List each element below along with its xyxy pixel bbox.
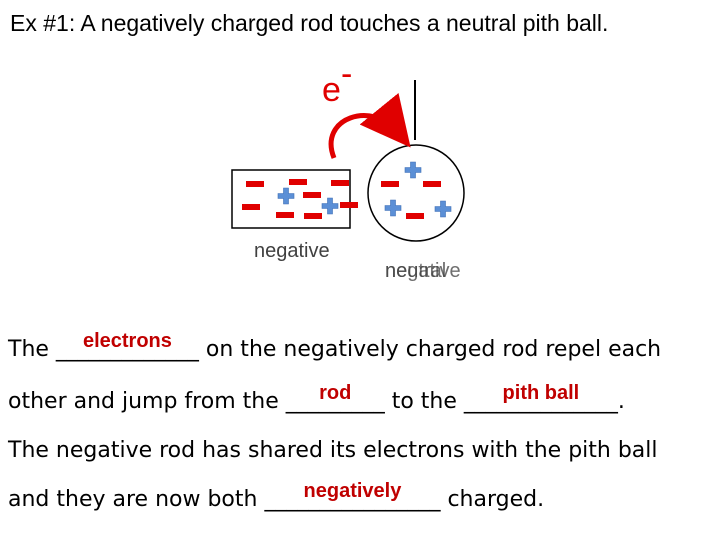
sentence-line-1: The _____________electrons on the negati…	[8, 330, 662, 365]
ball-label-new: negative	[385, 260, 461, 282]
answer-pith-ball: pith ball	[502, 382, 580, 404]
sentence-line-4: and they are now both ________________ne…	[8, 480, 545, 515]
rod-minus-charge-7	[304, 213, 322, 219]
ball-minus-charge-8	[381, 181, 399, 187]
rod-plus-charge-0	[277, 187, 295, 205]
blank-3: ______________pith ball	[463, 382, 618, 414]
line4-text-a: and they are now both	[8, 487, 265, 512]
ball-minus-charge-10	[406, 213, 424, 219]
rod-label: negative	[254, 240, 330, 262]
ball-plus-charge-2	[404, 161, 422, 179]
answer-negatively: negatively	[303, 480, 402, 502]
rod-minus-charge-6	[276, 212, 294, 218]
blank-4: ________________negatively	[264, 480, 441, 512]
sentence-line-2: other and jump from the _________rod to …	[8, 382, 625, 417]
transfer-arrow	[328, 92, 411, 159]
blank-2: _________rod	[285, 382, 385, 414]
rod-minus-charge-4	[303, 192, 321, 198]
answer-rod: rod	[319, 382, 352, 404]
line2-text-b: to the	[384, 389, 464, 414]
ball-minus-charge-9	[423, 181, 441, 187]
line2-text-c: .	[617, 389, 625, 414]
rod-plus-charge-1	[321, 197, 339, 215]
ball-plus-charge-3	[384, 199, 402, 217]
line4-text-b: charged.	[440, 487, 545, 512]
electron-symbol: e	[322, 71, 341, 109]
rod-minus-charge-3	[242, 204, 260, 210]
ball-label: neutral negative	[385, 260, 485, 282]
rod-minus-charge-0	[246, 181, 264, 187]
line1-text-b: on the negatively charged rod repel each	[198, 337, 662, 362]
rod-minus-charge-2	[331, 180, 349, 186]
ball-label-old: neutral	[385, 260, 447, 282]
line2-text-a: other and jump from the	[8, 389, 286, 414]
sentence-line-3: The negative rod has shared its electron…	[8, 436, 658, 466]
charges	[242, 161, 452, 219]
rod-minus-charge-5	[340, 202, 358, 208]
electron-sign: -	[341, 55, 353, 93]
ball-plus-charge-4	[434, 200, 452, 218]
page-title: Ex #1: A negatively charged rod touches …	[10, 10, 609, 36]
line1-text-a: The	[8, 337, 56, 362]
line3-text: The negative rod has shared its electron…	[8, 438, 658, 463]
answer-electrons: electrons	[82, 330, 172, 352]
rod-minus-charge-1	[289, 179, 307, 185]
pith-ball	[367, 144, 465, 242]
blank-1: _____________electrons	[55, 330, 199, 362]
